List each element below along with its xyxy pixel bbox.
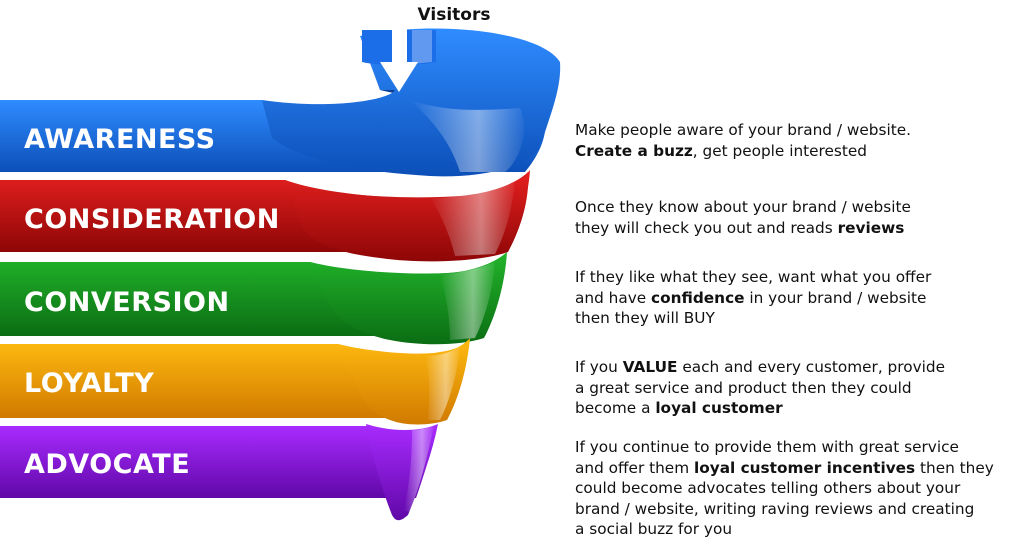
- emphasis-text: confidence: [651, 288, 745, 307]
- loyalty-shine: [425, 346, 460, 420]
- emphasis-text: loyal customer: [655, 399, 783, 417]
- description-text: and have: [575, 288, 652, 307]
- description-line: and have confidence in your brand / webs…: [575, 288, 1014, 309]
- description-line: and offer them loyal customer incentives…: [575, 458, 1014, 479]
- emphasis-text: reviews: [837, 218, 905, 237]
- consideration-label: CONSIDERATION: [24, 204, 280, 235]
- description-text: Make people aware of your brand / websit…: [575, 121, 912, 139]
- description-line: If you continue to provide them with gre…: [575, 437, 1014, 458]
- description-text: Once they know about your brand / websit…: [575, 198, 911, 216]
- emphasis-text: loyal customer incentives: [693, 458, 916, 477]
- description-line: could become advocates telling others ab…: [575, 478, 1014, 499]
- awareness-shine: [410, 100, 525, 172]
- conversion-description: If they like what they see, want what yo…: [575, 267, 1014, 329]
- description-text: then they: [915, 458, 994, 477]
- description-text: become a: [575, 399, 656, 417]
- conversion-shine: [440, 262, 495, 340]
- consideration-shine: [430, 182, 515, 256]
- description-line: If they like what they see, want what yo…: [575, 267, 1014, 288]
- description-line: Create a buzz, get people interested: [575, 141, 1014, 162]
- description-line: If you VALUE each and every customer, pr…: [575, 357, 1014, 378]
- description-text: each and every customer, provide: [677, 358, 945, 376]
- description-text: If you continue to provide them with gre…: [575, 438, 959, 456]
- description-text: then they will BUY: [575, 309, 715, 327]
- visitors-label: Visitors: [418, 5, 491, 25]
- description-line: Once they know about your brand / websit…: [575, 197, 1014, 218]
- description-text: in your brand / website: [744, 288, 927, 307]
- description-text: If they like what they see, want what yo…: [575, 268, 932, 286]
- conversion-label: CONVERSION: [24, 287, 230, 318]
- advocate-description: If you continue to provide them with gre…: [575, 437, 1014, 540]
- description-text: they will check you out and reads: [575, 218, 838, 237]
- emphasis-text: VALUE: [622, 358, 678, 376]
- inlet-shine: [412, 30, 432, 64]
- consideration-description: Once they know about your brand / websit…: [575, 197, 1014, 238]
- description-line: then they will BUY: [575, 308, 1014, 329]
- description-line: Make people aware of your brand / websit…: [575, 120, 1014, 141]
- loyalty-description: If you VALUE each and every customer, pr…: [575, 357, 1014, 419]
- description-text: , get people interested: [692, 141, 868, 160]
- description-line: they will check you out and reads review…: [575, 218, 1014, 239]
- description-text: a social buzz for you: [575, 520, 733, 538]
- loyalty-label: LOYALTY: [24, 368, 154, 399]
- description-text: and offer them: [575, 458, 694, 477]
- advocate-label: ADVOCATE: [24, 449, 190, 480]
- advocate-shine: [404, 426, 434, 512]
- emphasis-text: Create a buzz: [575, 141, 693, 160]
- advocate-band: [0, 426, 436, 498]
- awareness-description: Make people aware of your brand / websit…: [575, 120, 1014, 161]
- description-line: a great service and product then they co…: [575, 378, 1014, 399]
- description-line: a social buzz for you: [575, 519, 1014, 540]
- description-text: a great service and product then they co…: [575, 378, 912, 397]
- awareness-label: AWARENESS: [24, 124, 216, 155]
- description-line: brand / website, writing raving reviews …: [575, 499, 1014, 520]
- description-text: If you: [575, 358, 623, 376]
- description-text: could become advocates telling others ab…: [575, 479, 961, 497]
- description-line: become a loyal customer: [575, 398, 1014, 419]
- description-text: brand / website, writing raving reviews …: [575, 499, 975, 518]
- down-arrow-icon: [380, 26, 418, 92]
